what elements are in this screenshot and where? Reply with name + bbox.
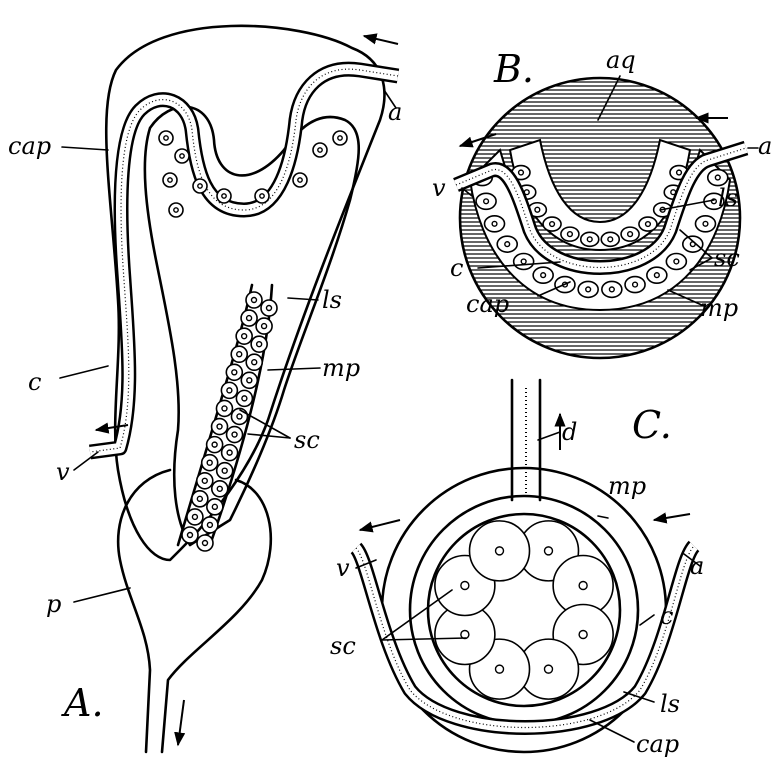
- panel-b-inner-cell-nucleus: [568, 232, 573, 237]
- panel-a-label-mp: mp: [322, 354, 360, 382]
- panel-a-label-v: v: [56, 458, 70, 486]
- panel-a-label-ls: ls: [322, 286, 342, 314]
- panel-b-outer-cell-nucleus: [703, 221, 708, 226]
- panel-c-label-cap: cap: [636, 730, 679, 758]
- panel-b-inner-cell-nucleus: [519, 170, 524, 175]
- panel-a-secretory-cell-nucleus: [197, 496, 202, 501]
- panel-a-secretory-cell-nucleus: [237, 414, 242, 419]
- panel-b-outer-cell-nucleus: [633, 282, 638, 287]
- panel-c-label-v: v: [336, 554, 350, 582]
- panel-b-inner-cell-nucleus: [550, 222, 555, 227]
- panel-a-secretory-cell-nucleus: [222, 468, 227, 473]
- panel-b-outer-cell-nucleus: [609, 287, 614, 292]
- panel-b-outer-cell-nucleus: [715, 175, 720, 180]
- panel-a-secretory-cell-nucleus: [232, 370, 237, 375]
- panel-a-secretory-cell-nucleus: [252, 360, 257, 365]
- panel-a-label-p: p: [46, 590, 61, 618]
- panel-b-outer-cell-nucleus: [654, 273, 659, 278]
- panel-a-secretory-cell-nucleus: [222, 406, 227, 411]
- panel-c-label-sc: sc: [330, 632, 356, 660]
- panel-a-secretory-cell-nucleus: [252, 298, 257, 303]
- panel-a-secretory-cells: [159, 131, 347, 551]
- panel-a-capsule-cell-nucleus: [198, 184, 202, 188]
- panel-c-label-d: d: [562, 418, 577, 446]
- panel-b-inner-cell-nucleus: [677, 170, 682, 175]
- panel-b-label-cap: cap: [466, 290, 509, 318]
- panel-b-outer-cell-nucleus: [586, 287, 591, 292]
- panel-a-secretory-cell-nucleus: [257, 342, 262, 347]
- panel-b-inner-cell-nucleus: [535, 207, 540, 212]
- panel-a-secretory-cell-nucleus: [232, 432, 237, 437]
- panel-c-secretory-cell-nucleus: [496, 547, 504, 555]
- panel-a-secretory-cell-nucleus: [262, 324, 267, 329]
- panel-b-inner-cell-nucleus: [628, 232, 633, 237]
- panel-c-secretory-cell-nucleus: [579, 582, 587, 590]
- panel-b-label-aq: aq: [606, 46, 636, 74]
- panel-a-secretory-cell-nucleus: [267, 306, 272, 311]
- panel-a-capsule-cell-nucleus: [260, 194, 264, 198]
- panel-b-outer-cell-nucleus: [674, 259, 679, 264]
- panel-a-secretory-cell-nucleus: [242, 334, 247, 339]
- panel-a-secretory-cell-nucleus: [203, 541, 208, 546]
- panel-b-outer-cell-nucleus: [541, 273, 546, 278]
- panel-b-label-sc: sc: [714, 244, 740, 272]
- panel-c-secretory-cell-nucleus: [461, 582, 469, 590]
- panel-b-label-mp: mp: [700, 294, 738, 322]
- panel-c-label-mp: mp: [608, 472, 646, 500]
- panel-b-label-v: v: [432, 174, 446, 202]
- panel-a-secretory-cell-nucleus: [188, 533, 193, 538]
- panel-a-capsule-cell-nucleus: [180, 154, 184, 158]
- panel-a-capsule-cell-nucleus: [222, 194, 226, 198]
- panel-c-secretory-cell-nucleus: [579, 630, 587, 638]
- panel-a-label-a: a: [388, 98, 402, 126]
- panel-a-secretory-cell-nucleus: [217, 486, 222, 491]
- panel-c: d mp a v c sc ls cap C.: [330, 380, 704, 758]
- panel-b-label-c: c: [450, 254, 463, 282]
- panel-a-secretory-cell-nucleus: [202, 478, 207, 483]
- panel-a-secretory-cell-nucleus: [212, 442, 217, 447]
- panel-c-label-ls: ls: [660, 690, 680, 718]
- panel-c-secretory-cell-nucleus: [544, 665, 552, 673]
- panel-a-secretory-cell-nucleus: [227, 450, 232, 455]
- panel-b-inner-cell-nucleus: [587, 237, 592, 242]
- panel-b-inner-cell-nucleus: [608, 237, 613, 242]
- panel-b-label-a: a: [758, 132, 772, 160]
- panel-a-secretory-cell-nucleus: [192, 514, 197, 519]
- panel-a-secretory-cell-nucleus: [217, 424, 222, 429]
- panel-a-secretory-cell-nucleus: [247, 378, 252, 383]
- panel-c-secretory-cell-nucleus: [496, 665, 504, 673]
- panel-c-secretory-cell-nucleus: [544, 547, 552, 555]
- panel-a-capsule-cell-nucleus: [164, 136, 168, 140]
- panel-c-capsule-inner: [410, 496, 638, 724]
- panel-b-outer-cell-nucleus: [492, 221, 497, 226]
- panel-a-secretory-cell-nucleus: [242, 396, 247, 401]
- panel-a-secretory-cell-nucleus: [247, 316, 252, 321]
- panel-a-title: A.: [61, 681, 104, 725]
- panel-a-label-cap: cap: [8, 132, 51, 160]
- panel-b-outer-cell-nucleus: [521, 259, 526, 264]
- panel-b-label-ls: ls: [718, 184, 738, 212]
- panel-a-capsule-cell-nucleus: [338, 136, 342, 140]
- panel-b-inner-cell-nucleus: [646, 222, 651, 227]
- panel-a-secretory-cell-nucleus: [227, 388, 232, 393]
- panel-c-label-a: a: [690, 552, 704, 580]
- panel-a-label-sc: sc: [294, 426, 320, 454]
- panel-c-title: C.: [632, 403, 672, 447]
- panel-b-outer-cell-nucleus: [505, 242, 510, 247]
- panel-b-title: B.: [493, 47, 534, 91]
- panel-a-capsule-cell-nucleus: [298, 178, 302, 182]
- panel-a-capsule-cell-nucleus: [174, 208, 178, 212]
- panel-a-secretory-cell-nucleus: [237, 352, 242, 357]
- panel-a-capsule-cell-nucleus: [318, 148, 322, 152]
- panel-b: aq a v ls sc c cap mp B.: [432, 46, 772, 358]
- panel-b-outer-cell-nucleus: [484, 199, 489, 204]
- panel-a-secretory-cell-nucleus: [207, 522, 212, 527]
- panel-a-capsule-cell-nucleus: [168, 178, 172, 182]
- panel-a-label-c: c: [28, 368, 41, 396]
- panel-a-secretory-cell-nucleus: [207, 460, 212, 465]
- panel-a-secretory-cell-nucleus: [212, 504, 217, 509]
- panel-a-pelvis: [118, 470, 170, 752]
- panel-c-label-c: c: [660, 602, 673, 630]
